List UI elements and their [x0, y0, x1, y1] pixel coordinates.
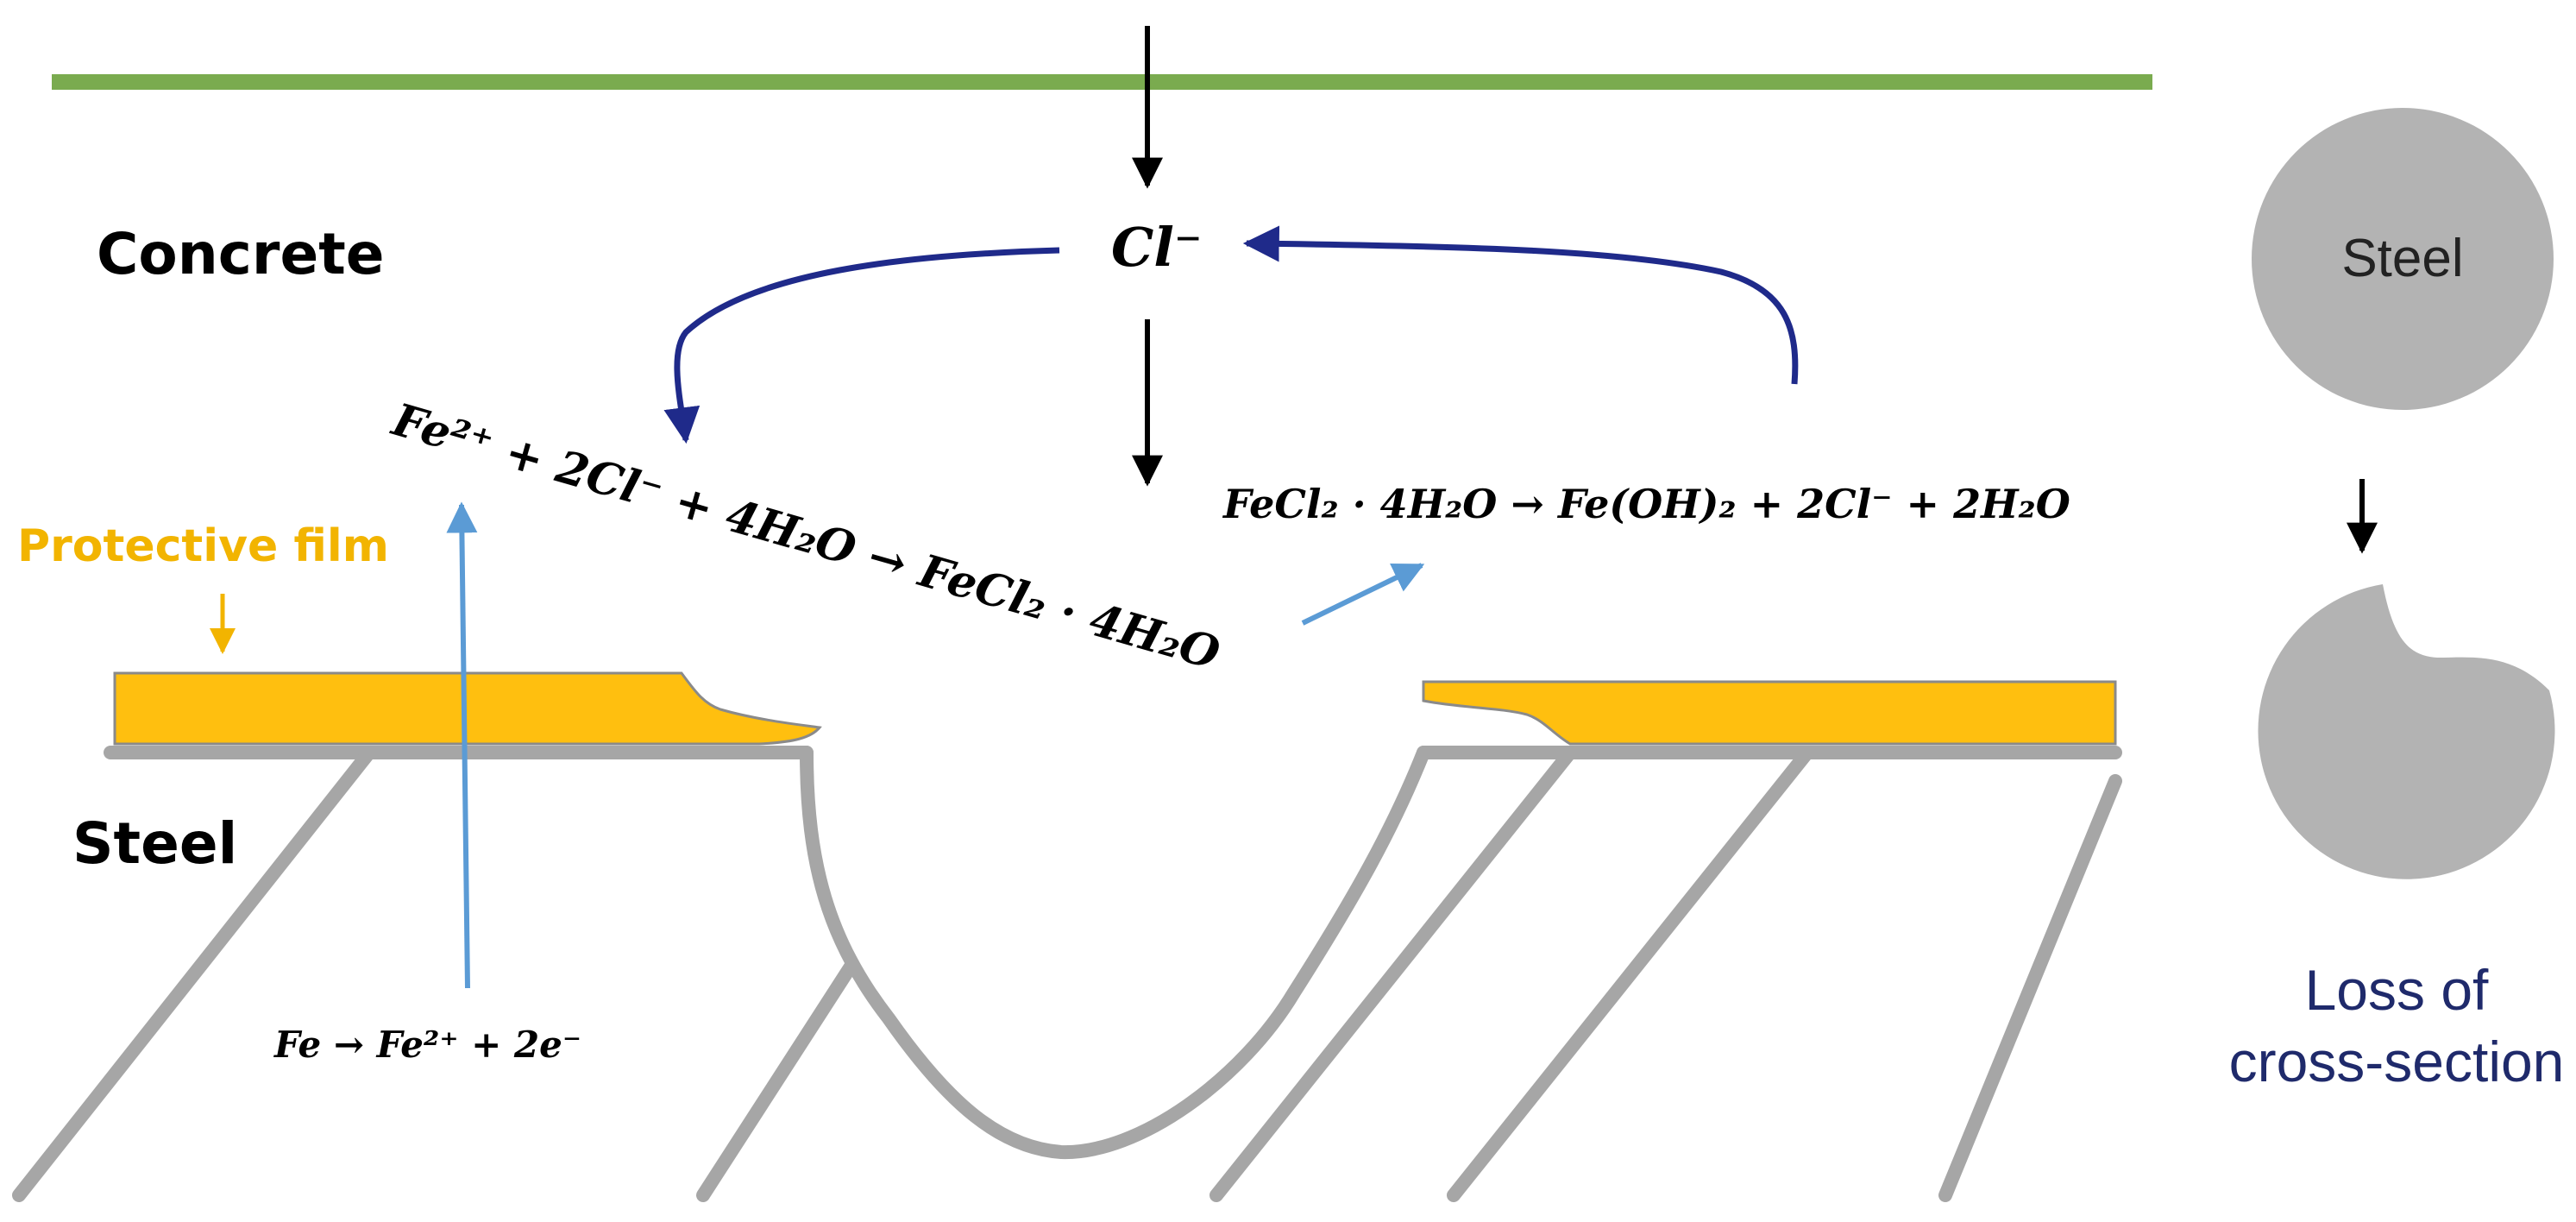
protective-film-right: [1422, 680, 2117, 746]
protective-film-label: Protective film: [17, 520, 389, 572]
curved-arrow-icon: [1242, 225, 1799, 385]
steel-bar-label: Steel: [2341, 229, 2463, 288]
concrete-label: Concrete: [97, 221, 385, 287]
loss-label-line2: cross-section: [2229, 1030, 2565, 1093]
steel-bar-cross-section: [2252, 108, 2554, 410]
loss-label-line1: Loss of: [2305, 958, 2489, 1022]
anodic-equation: Fe → Fe²⁺ + 2e⁻: [273, 1024, 581, 1066]
corroded-bar-cross-section: [2258, 584, 2555, 879]
complex-equation: Fe²⁺ + 2Cl⁻ + 4H₂O → FeCl₂ · 4H₂O: [385, 393, 1225, 680]
chloride-label: Cl⁻: [1111, 216, 1203, 279]
steel-rebar-section: [12, 746, 2122, 1202]
arrow-icon: [1301, 563, 1425, 626]
curved-arrow-icon: [663, 247, 1060, 444]
hydrolysis-equation: FeCl₂ · 4H₂O → Fe(OH)₂ + 2Cl⁻ + 2H₂O: [1222, 481, 2070, 527]
protective-film-left: [113, 671, 822, 746]
arrow-up-icon: [446, 501, 478, 989]
steel-layer-label: Steel: [72, 810, 237, 877]
